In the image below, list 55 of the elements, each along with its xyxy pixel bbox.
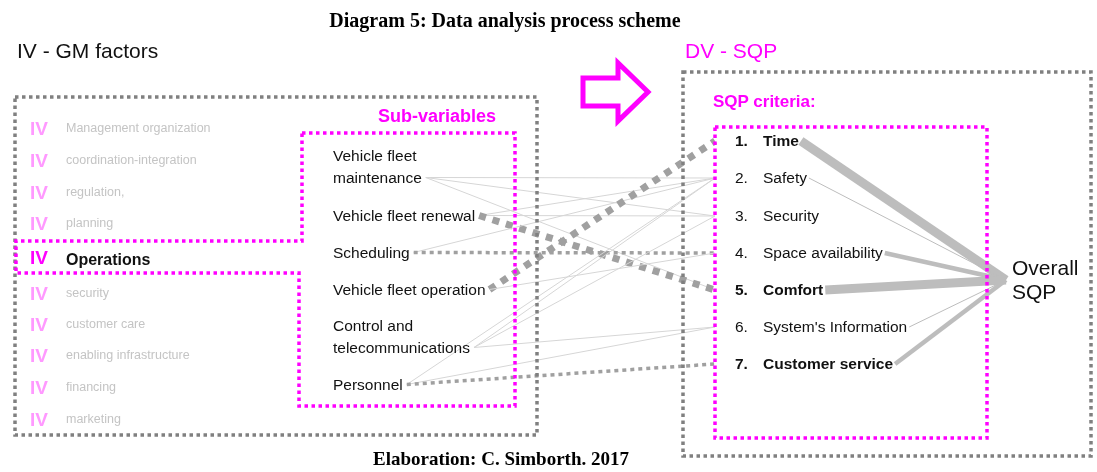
category-tag: IV xyxy=(30,283,48,306)
connector xyxy=(406,177,716,385)
category-tag: IV xyxy=(30,247,48,270)
category-tag: IV xyxy=(30,182,48,205)
list-number: 5. xyxy=(735,281,749,299)
factor-label: coordination-integration xyxy=(66,153,197,168)
dashed-connector xyxy=(413,250,715,255)
criterion-label: Comfort xyxy=(763,281,824,299)
sub-variable-label: Personnel xyxy=(333,375,404,395)
connector xyxy=(489,252,716,290)
factor-label: marketing xyxy=(66,412,121,427)
group-heading: DV - SQP xyxy=(685,38,778,64)
group-heading: SQP criteria: xyxy=(713,92,816,113)
dashed-connector xyxy=(487,138,717,293)
sub-variable-label: Vehicle fleet renewal xyxy=(333,206,477,226)
dashed-connector xyxy=(478,212,717,294)
caption: Elaboration: C. Simborth. 2017 xyxy=(372,448,630,471)
sub-variable-label: Scheduling xyxy=(333,243,411,263)
criterion-label: Security xyxy=(763,207,819,225)
category-tag: IV xyxy=(30,150,48,173)
sub-variable-label: Vehicle fleet operation xyxy=(333,280,487,300)
factor-label: enabling infrastructure xyxy=(66,348,190,363)
list-number: 1. xyxy=(735,132,749,150)
factor-label: Operations xyxy=(66,250,151,270)
diagram-title: Diagram 5: Data analysis process scheme xyxy=(328,8,682,32)
result-label: Overall SQP xyxy=(1012,256,1080,304)
list-number: 7. xyxy=(735,355,749,373)
factor-label: Management organization xyxy=(66,121,211,136)
criterion-label: Safety xyxy=(763,169,807,187)
connector xyxy=(893,278,1008,366)
factor-label: financing xyxy=(66,380,117,395)
criterion-label: Time xyxy=(763,132,799,150)
category-tag: IV xyxy=(30,409,48,432)
connector xyxy=(473,215,716,348)
connector xyxy=(825,275,1007,295)
group-heading: IV - GM factors xyxy=(17,38,159,64)
sub-variable-label: Vehicle fleet maintenance xyxy=(333,146,423,188)
list-number: 4. xyxy=(735,244,749,262)
category-tag: IV xyxy=(30,213,48,236)
factor-label: planning xyxy=(66,216,114,231)
category-tag: IV xyxy=(30,314,48,337)
list-number: 2. xyxy=(735,169,749,187)
list-number: 6. xyxy=(735,318,749,336)
factor-label: security xyxy=(66,286,110,301)
category-tag: IV xyxy=(30,345,48,368)
factor-label: customer care xyxy=(66,317,146,332)
group-heading: Sub-variables xyxy=(378,106,497,128)
criterion-label: Customer service xyxy=(763,355,894,373)
category-tag: IV xyxy=(30,377,48,400)
sub-variable-label: Control and telecommunications xyxy=(333,316,471,358)
list-number: 3. xyxy=(735,207,749,225)
criterion-label: System's Information xyxy=(763,318,908,336)
factor-label: regulation, xyxy=(66,185,125,200)
criterion-label: Space availability xyxy=(763,244,883,262)
category-tag: IV xyxy=(30,118,48,141)
